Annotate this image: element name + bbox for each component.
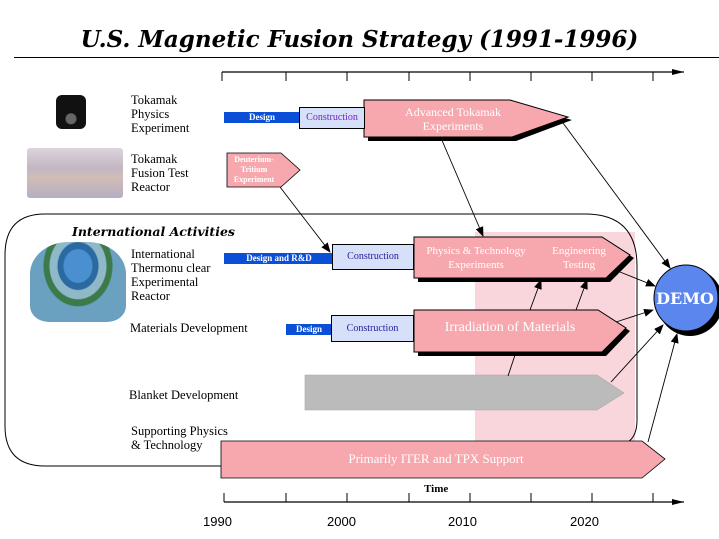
iter-testing-text: Engineering Testing xyxy=(552,245,606,271)
time-axis-label: Time xyxy=(424,483,449,495)
page-title: U.S. Magnetic Fusion Strategy (1991-1996… xyxy=(80,26,639,53)
support-bar-text: Primarily ITER and TPX Support xyxy=(348,451,524,466)
tftr-to-iter-arrow xyxy=(279,186,331,253)
bottom-time-axis xyxy=(223,493,684,505)
demo-circle xyxy=(653,264,719,332)
irradiation-to-physics-arrow xyxy=(529,279,542,311)
materials-design-phase: Design xyxy=(286,324,332,335)
iter-label: International Thermonu clear Experimenta… xyxy=(131,247,211,303)
irradiation-text: Irradiation of Materials xyxy=(444,320,576,335)
demo-label: DEMO xyxy=(656,289,714,308)
support-arrow xyxy=(220,440,666,479)
connector-arrows xyxy=(279,122,679,443)
materials-label: Materials Development xyxy=(130,321,248,335)
irradiation-arrow xyxy=(413,309,627,353)
iter-device-image xyxy=(30,242,126,322)
blanket-to-demo-arrow xyxy=(610,324,664,383)
blanket-label: Blanket Development xyxy=(129,388,239,402)
materials-construction-phase: Construction xyxy=(331,315,414,342)
tftr-device-image xyxy=(27,148,123,198)
tpx-experiments-text: Advanced Tokamak Experiments xyxy=(405,105,501,133)
title-divider xyxy=(14,57,719,58)
tftr-label: Tokamak Fusion Test Reactor xyxy=(131,152,189,194)
tpx-experiments-arrow xyxy=(363,99,570,138)
iter-construction-phase: Construction xyxy=(332,244,414,270)
tick-label-1990: 1990 xyxy=(203,514,232,529)
blanket-arrow xyxy=(304,374,625,411)
international-activities-title: International Activities xyxy=(72,224,235,239)
tick-label-2020: 2020 xyxy=(570,514,599,529)
support-label: Supporting Physics & Technology xyxy=(131,424,228,452)
tpx-to-demo-arrow xyxy=(562,122,671,269)
tftr-dt-arrow xyxy=(226,152,301,188)
top-time-axis xyxy=(221,69,684,81)
tftr-dt-text: Deuterium- Tritium Experiment xyxy=(233,155,275,184)
tick-label-2010: 2010 xyxy=(448,514,477,529)
tick-label-2000: 2000 xyxy=(327,514,356,529)
tpx-to-iter-arrow xyxy=(440,137,484,237)
iter-experiments-text: Physics & Technology Experiments xyxy=(426,245,526,271)
tpx-design-phase: Design xyxy=(224,112,300,123)
tpx-construction-phase: Construction xyxy=(299,107,365,129)
tpx-label: Tokamak Physics Experiment xyxy=(131,93,190,135)
iter-design-phase: Design and R&D xyxy=(224,253,334,264)
support-to-demo-arrow xyxy=(647,333,679,443)
iter-to-demo-arrow xyxy=(619,271,656,287)
international-activities-region xyxy=(4,213,638,467)
iter-experiments-arrow xyxy=(413,236,631,279)
tpx-device-image xyxy=(56,95,86,129)
blanket-to-irradiation-line xyxy=(507,351,517,377)
irradiation-to-testing-arrow xyxy=(575,279,588,311)
irradiation-to-demo-arrow xyxy=(615,308,654,323)
